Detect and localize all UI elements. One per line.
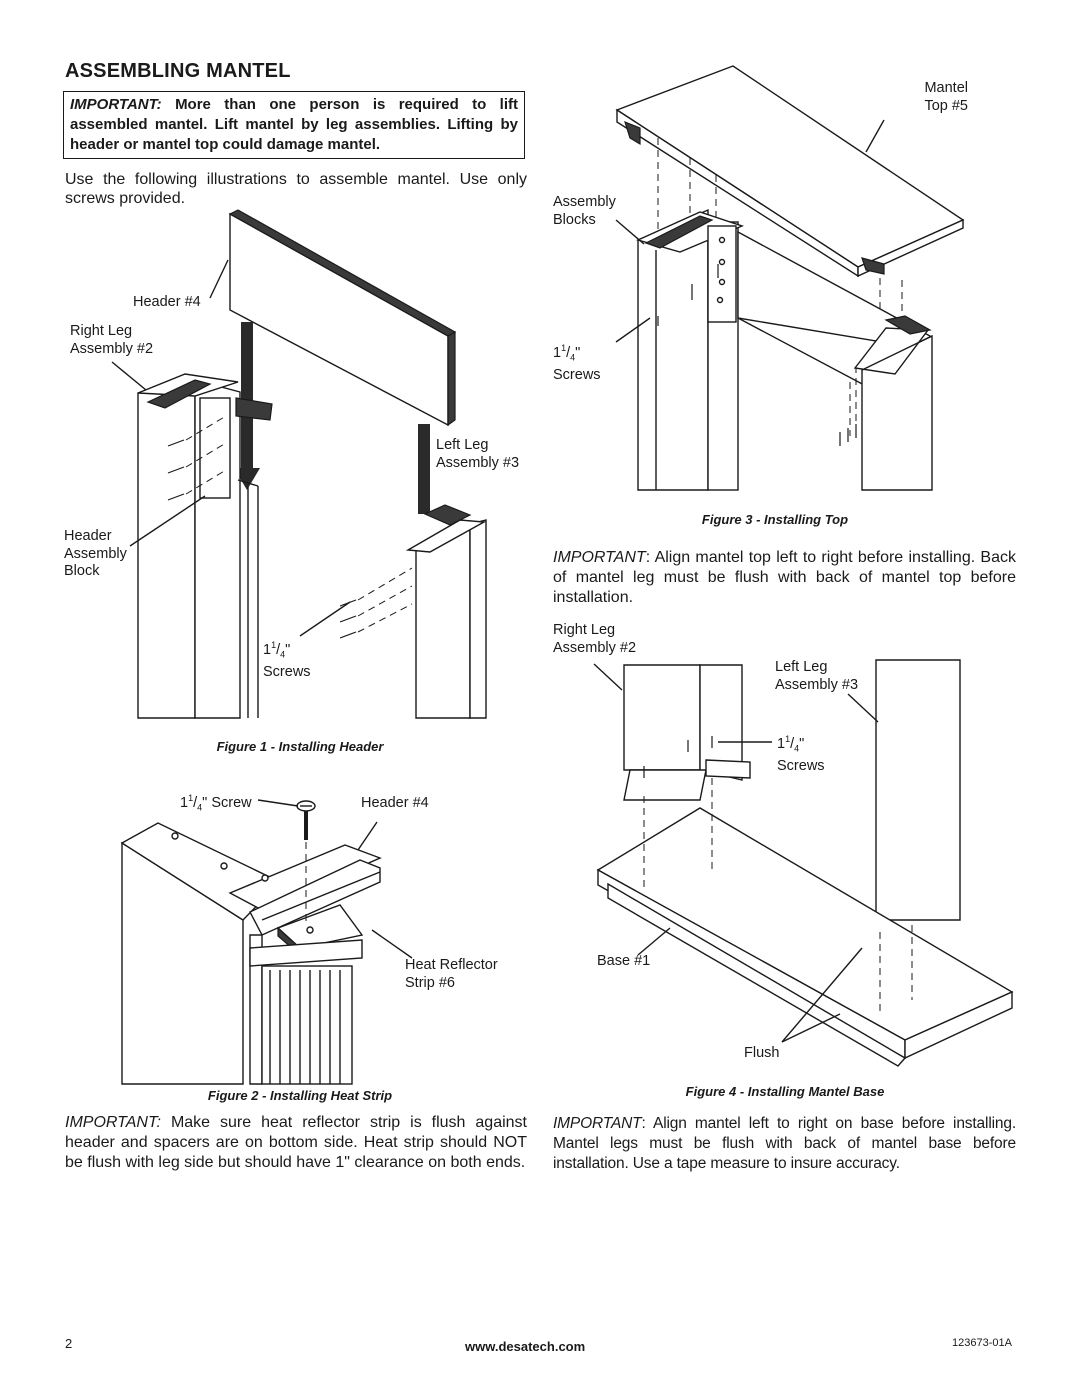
fig2-screw-label: 11/4" Screw: [180, 793, 252, 813]
fig2-screw-den: 4: [197, 802, 203, 813]
fig3-note-lead: IMPORTANT: [553, 549, 646, 566]
figure4-drawing: [593, 659, 1014, 1067]
fig2-strip-line1: Heat Reflector: [405, 957, 498, 973]
fig4-note-lead: IMPORTANT: [553, 1115, 642, 1132]
fig4-note-text: : Align mantel left to right on base bef…: [553, 1115, 1016, 1172]
figure3-note: IMPORTANT: Align mantel top left to righ…: [553, 548, 1016, 608]
fig1-block-line3: Block: [64, 563, 100, 579]
fig1-right-leg-label: Right Leg Assembly #2: [70, 323, 153, 358]
fig3-screws-word: Screws: [553, 367, 601, 384]
fig1-screws-den: 4: [280, 649, 286, 660]
fig3-screws-label: 11/4" Screws: [553, 343, 601, 384]
fig1-screws-unit: ": [285, 641, 291, 658]
fig2-note-lead: IMPORTANT:: [65, 1114, 161, 1131]
header-board: [228, 209, 457, 427]
fig2-screw-whole: 1: [180, 794, 189, 811]
fig3-top-line2: Top #5: [924, 97, 968, 114]
fig3-screws-whole: 1: [553, 344, 562, 361]
fig4-flush-label: Flush: [744, 1045, 780, 1061]
fig4-left-leg-line1: Left Leg: [775, 659, 828, 675]
fig4-screws-unit: ": [799, 735, 805, 752]
left-leg-assembly: [405, 424, 487, 719]
page-number: 2: [65, 1336, 73, 1351]
fig1-block-label: Header Assembly Block: [64, 528, 127, 581]
fig4-screws-label: 11/4" Screws: [777, 734, 825, 775]
fig3-top-line1: Mantel: [924, 80, 968, 96]
fig4-left-leg-label: Left Leg Assembly #3: [775, 659, 858, 694]
fig2-note-text: Make sure heat reflector strip is flush …: [65, 1114, 527, 1171]
important-warning-box: IMPORTANT: More than one person is requi…: [63, 91, 525, 159]
screws-left-leg: [339, 567, 413, 639]
figure3-caption: Figure 3 - Installing Top: [701, 512, 849, 527]
fig3-screws-num: 1: [561, 343, 567, 353]
fig1-screws-num: 1: [271, 640, 277, 650]
fig1-left-leg-label: Left Leg Assembly #3: [436, 437, 519, 472]
fig3-blocks-label: Assembly Blocks: [553, 194, 616, 229]
fig4-screws-den: 4: [794, 743, 800, 754]
fig1-left-leg-line1: Left Leg: [436, 437, 489, 453]
fig2-strip-label: Heat Reflector Strip #6: [405, 957, 498, 992]
fig1-block-line1: Header: [64, 528, 112, 544]
figure4-caption: Figure 4 - Installing Mantel Base: [685, 1084, 885, 1099]
fig1-right-leg-line2: Assembly #2: [70, 340, 154, 357]
figure2-note: IMPORTANT: Make sure heat reflector stri…: [65, 1113, 527, 1173]
fig3-note-text: : Align mantel top left to right before …: [553, 549, 1016, 606]
intro-text: Use the following illustrations to assem…: [65, 171, 527, 207]
fig2-strip-line2: Strip #6: [405, 974, 455, 991]
flutes: [269, 970, 341, 1084]
fig1-header-label: Header #4: [133, 294, 201, 310]
heat-strip-screw: [296, 800, 316, 926]
fig2-header-label: Header #4: [361, 795, 429, 811]
fig4-right-leg-line1: Right Leg: [553, 622, 616, 638]
fig3-top-label: Mantel Top #5: [904, 80, 968, 115]
fig4-screws-whole: 1: [777, 735, 786, 752]
page-title: ASSEMBLING MANTEL: [65, 60, 291, 82]
footer-doc-code: 123673-01A: [952, 1337, 1012, 1349]
fig2-screw-word: " Screw: [202, 794, 252, 811]
fig3-screws-den: 4: [570, 352, 576, 363]
fig1-screws-label: 11/4" Screws: [263, 640, 311, 681]
fig4-right-leg-line2: Assembly #2: [553, 639, 637, 656]
footer-website: www.desatech.com: [465, 1339, 586, 1354]
figure4-note: IMPORTANT: Align mantel left to right on…: [553, 1114, 1016, 1174]
figure1-drawing: [111, 209, 487, 719]
warning-lead: IMPORTANT:: [70, 96, 162, 113]
right-leg-assembly: [137, 373, 273, 719]
fig2-screw-num: 1: [188, 793, 194, 803]
fig1-left-leg-line2: Assembly #3: [436, 454, 520, 471]
fig3-screws-unit: ": [575, 344, 581, 361]
fig1-right-leg-line1: Right Leg: [70, 323, 133, 339]
fig1-screws-whole: 1: [263, 641, 272, 658]
fig3-blocks-line1: Assembly: [553, 194, 616, 210]
fig4-screws-num: 1: [785, 734, 791, 744]
figure2-drawing: [120, 799, 413, 1085]
fig4-left-leg-line2: Assembly #3: [775, 676, 859, 693]
fig1-block-line2: Assembly: [64, 545, 127, 562]
screws-right-leg: [167, 415, 227, 501]
figure3-drawing: [615, 65, 965, 491]
fig4-base-label: Base #1: [597, 953, 651, 969]
figure2-caption: Figure 2 - Installing Heat Strip: [207, 1088, 393, 1103]
fig4-right-leg-label: Right Leg Assembly #2: [553, 622, 636, 657]
warning-text: More than one person is required to lift…: [70, 96, 519, 153]
fig3-blocks-line2: Blocks: [553, 211, 596, 228]
fig1-screws-word: Screws: [263, 664, 311, 681]
fig4-screws-word: Screws: [777, 758, 825, 775]
figure1-caption: Figure 1 - Installing Header: [216, 739, 384, 754]
